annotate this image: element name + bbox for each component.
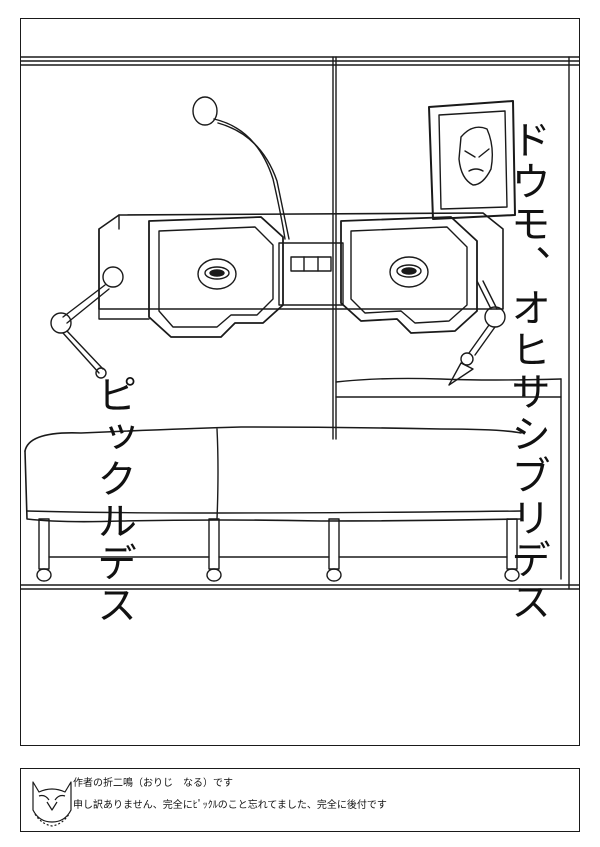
author-note-line-1: 作者の折二鳴（おりじ なる）です: [73, 778, 233, 789]
speech-text-line-2: ピックルデス: [90, 374, 136, 626]
speech-text-line-1: ドウモ、オヒサシブリデス: [504, 119, 550, 623]
robot-boombox: [98, 212, 504, 338]
robot-arm-right: [448, 280, 506, 386]
author-avatar-icon: [32, 781, 72, 827]
robot-antenna: [192, 96, 290, 240]
robot-arm-left: [50, 266, 124, 379]
author-note-box: 作者の折二鳴（おりじ なる）です 申し訳ありません、完全にﾋﾟｯｸﾙのこと忘れて…: [20, 768, 580, 832]
scene-illustration: [21, 56, 579, 590]
sofa: [24, 426, 522, 582]
robot-eye-right: [389, 256, 429, 288]
manga-panel: ドウモ、オヒサシブリデス ピックルデス: [20, 18, 580, 746]
room-background: [21, 56, 579, 590]
robot-eye-left: [197, 258, 237, 290]
author-note-line-2: 申し訳ありません、完全にﾋﾟｯｸﾙのこと忘れてました、完全に後付です: [73, 800, 387, 811]
framed-mask-portrait-icon: [428, 100, 516, 220]
